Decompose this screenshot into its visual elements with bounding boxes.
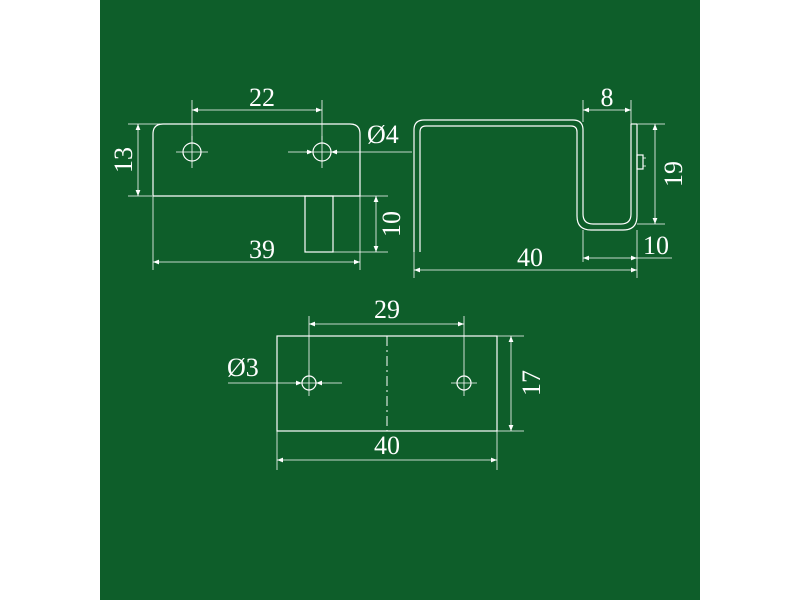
dim-label-17: 17 bbox=[517, 370, 546, 396]
tab-outline bbox=[304, 195, 334, 253]
dim-label-19: 19 bbox=[659, 161, 688, 187]
dim-label-22: 22 bbox=[249, 83, 275, 112]
plate-outline bbox=[152, 123, 361, 197]
top-left-view: 22 13 Ø4 10 39 bbox=[109, 83, 412, 270]
dim-label-10-side: 10 bbox=[643, 231, 669, 260]
side-view: 8 19 40 10 bbox=[413, 83, 688, 278]
pin-outline bbox=[636, 154, 644, 170]
dia-label-4: Ø4 bbox=[367, 120, 399, 149]
dia-label-3: Ø3 bbox=[227, 353, 259, 382]
dim-label-40-side: 40 bbox=[517, 243, 543, 272]
dim-label-39: 39 bbox=[249, 235, 275, 264]
bracket-outer bbox=[413, 119, 632, 252]
dim-label-40-bottom: 40 bbox=[374, 431, 400, 460]
dim-label-29: 29 bbox=[374, 295, 400, 324]
drawing-panel bbox=[100, 0, 700, 600]
dim-label-10-tab: 10 bbox=[377, 211, 406, 237]
bracket-inner bbox=[419, 124, 638, 252]
dim-label-8: 8 bbox=[601, 83, 614, 112]
dim-label-13: 13 bbox=[109, 147, 138, 173]
bottom-view: 29 Ø3 17 40 bbox=[227, 295, 546, 470]
